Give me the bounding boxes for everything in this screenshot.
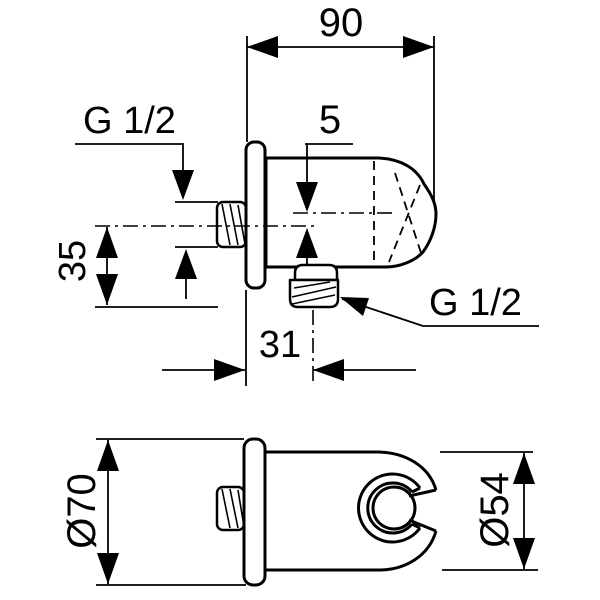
dim-holder-diameter-label: Ø54 xyxy=(473,472,517,548)
dim-width-label: 90 xyxy=(319,1,364,45)
dim-width-90: 90 xyxy=(246,1,435,202)
clip-inner-arc xyxy=(366,481,414,535)
dim-height-35: 35 xyxy=(52,227,218,308)
clip-outer-arc xyxy=(357,472,422,544)
outlet-cap xyxy=(293,263,339,282)
arrow-up-left-icon xyxy=(340,297,369,316)
inlet-thread-hatch xyxy=(229,203,239,246)
arrow-up-icon xyxy=(296,228,318,258)
dim-outlet-offset-label: 31 xyxy=(259,324,301,366)
arrow-left-icon xyxy=(313,359,344,381)
dim-flange-diameter-label: Ø70 xyxy=(60,473,104,549)
holder-front-outline-top xyxy=(265,450,438,491)
inlet-thread-hatch xyxy=(237,204,246,245)
dim-holder-diameter-54: Ø54 xyxy=(440,451,538,571)
holder-front-outline-bottom xyxy=(265,530,438,572)
leader-line xyxy=(341,298,539,327)
outlet-thread-label: G 1/2 xyxy=(429,282,522,324)
arrow-down-icon xyxy=(513,538,535,569)
arrow-down-icon xyxy=(172,170,194,200)
dim-offset-5: 5 xyxy=(296,98,353,265)
arrow-up-icon xyxy=(97,440,119,471)
dim-offset-label: 5 xyxy=(319,98,341,142)
wall-flange xyxy=(244,140,267,290)
front-view: Ø70 Ø54 xyxy=(60,437,538,587)
leader-line xyxy=(75,143,184,170)
arrow-right-icon xyxy=(403,36,434,58)
slot-edge-upper xyxy=(408,488,437,498)
inlet-thread-hatch xyxy=(221,203,231,246)
outlet-thread-hatch xyxy=(293,281,331,289)
inlet-thread-hatch xyxy=(229,488,239,529)
arrow-left-icon xyxy=(247,36,278,58)
dim-flange-diameter-70: Ø70 xyxy=(60,438,246,586)
slot-edge-lower xyxy=(408,518,437,533)
outlet-thread-callout: G 1/2 xyxy=(340,282,539,327)
inlet-thread-hatch xyxy=(221,488,231,529)
arrow-down-icon xyxy=(97,553,119,584)
outlet-thread-hatch xyxy=(291,294,336,305)
clip-end-cap-upper xyxy=(411,486,421,494)
inlet-thread-label: G 1/2 xyxy=(83,100,176,142)
outlet-thread-hatch xyxy=(291,286,337,298)
arrow-up-icon xyxy=(513,453,535,484)
arrow-right-icon xyxy=(214,359,245,381)
clip-end-cap-lower xyxy=(411,522,421,530)
arrow-down-icon xyxy=(96,274,118,305)
clip-socket-hole xyxy=(371,485,417,531)
side-view: 90 G 1/2 5 35 xyxy=(52,1,539,386)
inlet-thread-callout: G 1/2 xyxy=(75,100,218,299)
dim-outlet-offset-31: 31 xyxy=(162,290,416,386)
dim-height-label: 35 xyxy=(52,240,94,282)
arrow-up-icon xyxy=(175,249,197,279)
wall-flange-front xyxy=(242,437,267,587)
arrow-down-icon xyxy=(296,182,318,212)
arrow-up-icon xyxy=(96,227,118,258)
